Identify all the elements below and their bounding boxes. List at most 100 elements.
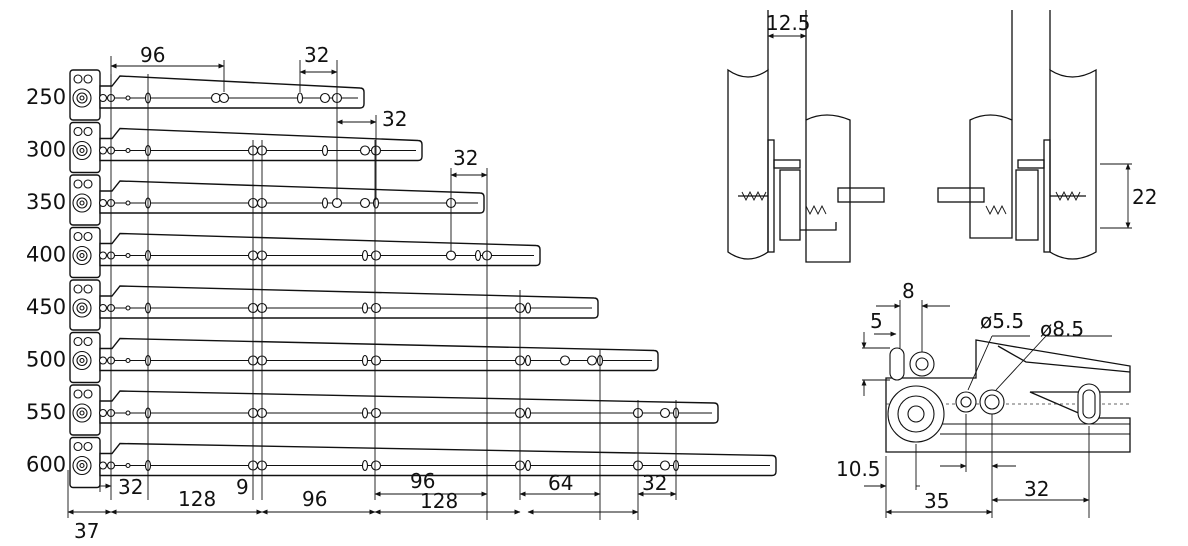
rail-slot-hole — [361, 459, 369, 472]
rail-bracket-hole — [73, 179, 83, 189]
dim-32-top-b: 32 — [382, 107, 407, 131]
rail-hole — [586, 355, 598, 366]
dim-32-bottom: 32 — [118, 475, 143, 499]
rail-slot-hole — [524, 407, 532, 419]
rail-400: 400 — [26, 226, 541, 279]
rail-slot-hole — [321, 197, 329, 209]
hole-5-5-label: ø5.5 — [980, 309, 1024, 333]
dim-128-bottom-b: 128 — [420, 489, 458, 513]
rail-250: 250 — [26, 69, 365, 121]
dim-32-top-c: 32 — [453, 146, 478, 170]
rail-hole — [218, 92, 230, 104]
rail-hole — [98, 303, 108, 313]
dim-9: 9 — [236, 475, 249, 499]
rail-roller-axle — [79, 147, 85, 154]
rail-bracket-hole — [83, 231, 93, 242]
rail-size-label: 250 — [26, 85, 66, 109]
section-view-left: 12.5 — [727, 10, 885, 263]
rail-slot-hole — [361, 407, 369, 419]
rail-slot-hole — [524, 459, 532, 472]
rail-hole — [125, 410, 131, 416]
rail-hole — [370, 250, 382, 261]
rail-hole — [125, 357, 131, 364]
dim-32-top-a: 32 — [304, 43, 329, 67]
rail-slot-hole — [321, 144, 329, 157]
rail-size-label: 350 — [26, 190, 66, 214]
rail-roller-axle — [79, 410, 85, 416]
rail-hole — [319, 92, 331, 104]
rail-350: 350 — [26, 174, 485, 226]
rail-300: 300 — [26, 121, 423, 174]
rail-hole — [659, 407, 671, 419]
dim-64: 64 — [548, 471, 573, 495]
rail-bracket-hole — [73, 284, 83, 294]
top-dimensions: 96 32 32 32 — [110, 43, 488, 178]
rail-hole — [125, 305, 131, 311]
rail-600: 600 — [26, 436, 777, 489]
dim-96-top: 96 — [140, 43, 165, 67]
section-view-right: 22 — [937, 10, 1157, 260]
rail-bracket-hole — [83, 336, 93, 347]
rail-slot-hole — [361, 354, 369, 367]
rail-hole — [125, 147, 131, 154]
rail-body — [99, 127, 423, 162]
rail-hole — [98, 146, 108, 155]
rail-body — [99, 180, 485, 214]
rail-slot-hole — [474, 249, 482, 262]
rail-hole — [98, 93, 108, 103]
rail-hole — [559, 355, 571, 366]
rail-hole — [98, 251, 108, 260]
rail-slot-hole — [361, 249, 369, 262]
hole-alignment-lines — [67, 60, 677, 520]
rail-hole — [125, 200, 131, 206]
rail-hole — [125, 252, 131, 259]
rail-hole — [359, 145, 371, 156]
rail-slot-hole — [361, 302, 369, 314]
rail-hole — [98, 198, 108, 208]
rail-bracket-hole — [83, 179, 93, 189]
rail-550: 550 — [26, 384, 719, 436]
rail-roller-axle — [79, 200, 85, 206]
rail-hole — [125, 462, 131, 469]
rail-roller-axle — [79, 252, 85, 259]
dim-5: 5 — [870, 309, 883, 333]
rail-hole — [359, 197, 371, 209]
rail-size-label: 550 — [26, 400, 66, 424]
rail-bracket-hole — [73, 231, 83, 242]
rail-roller-axle — [79, 462, 85, 469]
rail-hole — [98, 356, 108, 365]
rail-size-label: 450 — [26, 295, 66, 319]
rail-hole — [445, 250, 457, 261]
dim-32-bottom-b: 32 — [642, 471, 667, 495]
rail-body — [99, 75, 365, 109]
rail-size-label: 500 — [26, 348, 66, 372]
rail-hole — [370, 460, 382, 471]
rail-bracket-hole — [73, 389, 83, 399]
dim-10-5: 10.5 — [836, 457, 881, 481]
hole-8-5-label: ø8.5 — [1040, 317, 1084, 341]
rail-hole — [98, 408, 108, 418]
rail-slot-hole — [524, 354, 532, 367]
rail-size-label: 400 — [26, 243, 66, 267]
rail-hole — [659, 460, 671, 471]
rail-500: 500 — [26, 331, 659, 384]
dim-12-5: 12.5 — [766, 11, 811, 35]
rail-bracket-hole — [73, 126, 83, 137]
rail-stack: 250 300 350 400 450 500 550 600 — [26, 69, 777, 489]
dim-32-detail: 32 — [1024, 477, 1049, 501]
rail-hole — [370, 302, 382, 314]
dim-37: 37 — [74, 519, 99, 543]
dim-96-bottom-b: 96 — [410, 469, 435, 493]
rail-bracket-hole — [73, 336, 83, 347]
rail-bracket-hole — [73, 441, 83, 452]
rail-size-label: 600 — [26, 453, 66, 477]
rail-hole — [98, 461, 108, 470]
dim-8: 8 — [902, 279, 915, 303]
rail-450: 450 — [26, 279, 599, 331]
rail-slot-hole — [296, 92, 304, 104]
dim-96-bottom: 96 — [302, 487, 327, 511]
bottom-dimensions: 37 32 128 9 96 96 128 64 32 — [67, 469, 677, 543]
rail-roller-axle — [79, 305, 85, 311]
rail-bracket-hole — [83, 389, 93, 399]
